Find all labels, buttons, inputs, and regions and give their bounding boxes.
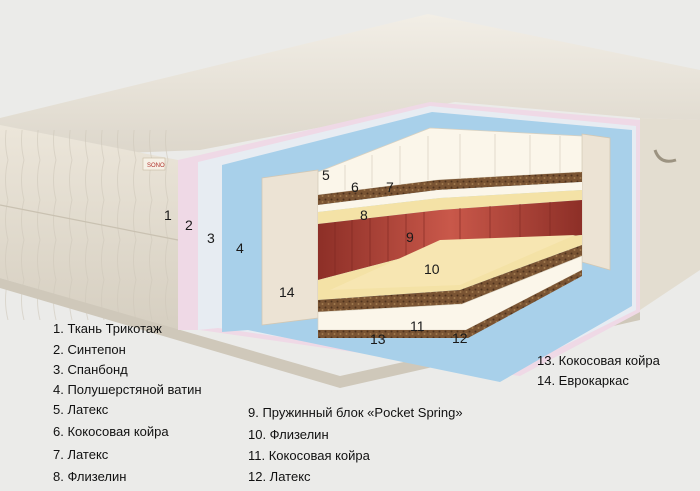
legend-item-2: 2. Синтепон	[53, 342, 126, 357]
legend-item-3: 3. Спанбонд	[53, 362, 128, 377]
legend-item-14: 14. Еврокаркас	[537, 373, 629, 388]
legend-item-11: 11. Кокосовая койра	[248, 448, 370, 463]
layer-fleece-top	[318, 190, 582, 224]
marker-4: 4	[236, 240, 244, 256]
brand-label-text: SONO	[147, 163, 165, 169]
legend-item-7: 7. Латекс	[53, 447, 109, 462]
layer-latex-middle	[318, 182, 582, 212]
brand-label-tag	[142, 157, 166, 171]
layer-coir-bottom	[318, 245, 582, 312]
legend-item-1: 1. Ткань Трикотаж	[53, 321, 162, 336]
marker-8: 8	[360, 207, 368, 223]
mattress-top-surface	[0, 14, 700, 158]
layer-coir-base	[318, 270, 582, 338]
marker-2: 2	[185, 217, 193, 233]
marker-5: 5	[322, 167, 330, 183]
legend-item-12: 12. Латекс	[248, 469, 311, 484]
marker-7: 7	[386, 179, 394, 195]
marker-1: 1	[164, 207, 172, 223]
marker-14: 14	[279, 284, 295, 300]
legend-item-10: 10. Флизелин	[248, 427, 329, 442]
legend-item-6: 6. Кокосовая койра	[53, 424, 169, 439]
legend-item-5: 5. Латекс	[53, 402, 109, 417]
marker-9: 9	[406, 229, 414, 245]
mattress-right-side	[640, 118, 700, 310]
legend-item-13: 13. Кокосовая койра	[537, 353, 660, 368]
legend-item-8: 8. Флизелин	[53, 469, 127, 484]
handle-icon	[653, 149, 677, 163]
marker-12: 12	[452, 330, 468, 346]
marker-11: 11	[410, 318, 425, 334]
layer-euroframe-right	[581, 133, 611, 271]
legend-item-4: 4. Полушерстяной ватин	[53, 382, 202, 397]
marker-6: 6	[351, 179, 359, 195]
marker-3: 3	[207, 230, 215, 246]
legend-item-9: 9. Пружинный блок «Pocket Spring»	[248, 405, 463, 420]
marker-10: 10	[424, 261, 440, 277]
marker-13: 13	[370, 331, 386, 347]
layer-euroframe-left	[261, 169, 319, 326]
